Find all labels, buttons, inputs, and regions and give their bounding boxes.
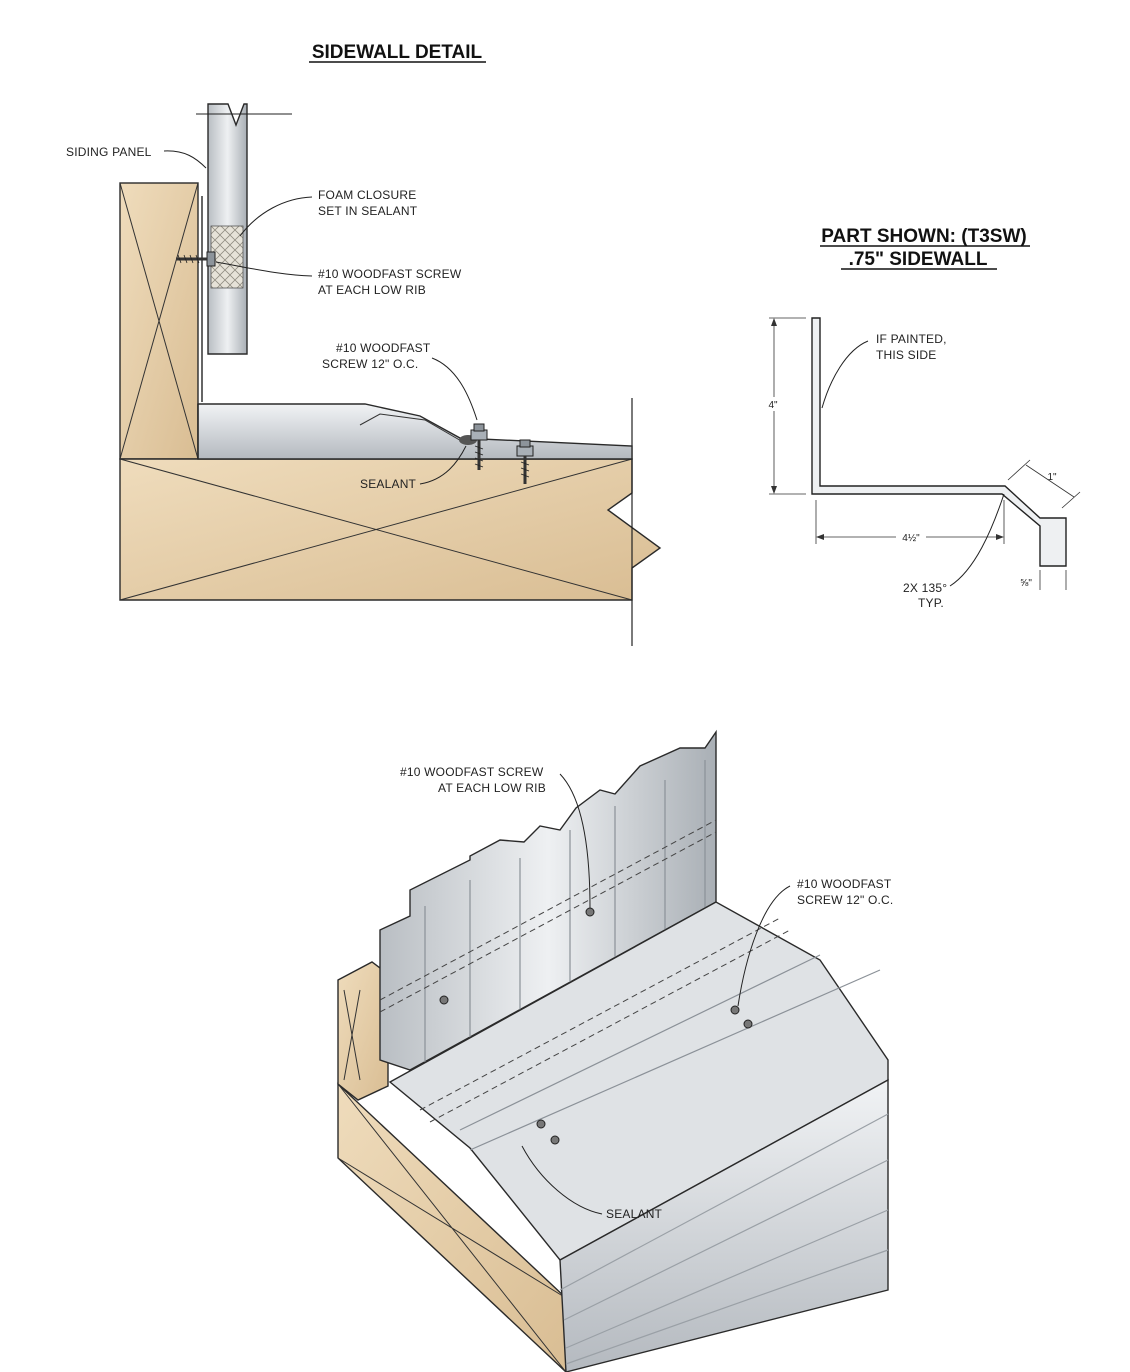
dim-drop-text: ⅝" (1020, 578, 1032, 589)
label-angle-2: TYP. (918, 596, 944, 610)
part-title-1: PART SHOWN: (T3SW) (821, 226, 1026, 247)
iso-label-sealant: SEALANT (606, 1207, 663, 1221)
deck-screw (516, 439, 534, 484)
iso-label-screw-oc-2: SCREW 12" O.C. (797, 893, 893, 907)
iso-roof-screw-3 (730, 1005, 740, 1015)
sidewall-flashing (197, 403, 633, 460)
wall-stud (119, 182, 199, 460)
label-deck-screw-2: SCREW 12" O.C. (322, 357, 418, 371)
iso-roof-screw-1 (536, 1119, 546, 1129)
iso-wall-screw-2 (585, 907, 595, 917)
label-deck-screw-1: #10 WOODFAST (336, 341, 431, 355)
label-foam-1: FOAM CLOSURE (318, 188, 416, 202)
iso-roof-panel-front (559, 1078, 889, 1372)
label-wall-screw-1: #10 WOODFAST SCREW (318, 267, 462, 281)
label-foam-2: SET IN SEALANT (318, 204, 418, 218)
iso-wall-stud (337, 961, 389, 1101)
iso-roof-screw-4 (743, 1019, 753, 1029)
part-profile: PART SHOWN: (T3SW) .75" SIDEWALL 4" 4½" (763, 226, 1081, 610)
isometric-view: #10 WOODFAST SCREW AT EACH LOW RIB #10 W… (337, 729, 893, 1372)
roof-deck (119, 458, 662, 601)
dim-base: 4½" (815, 500, 1005, 544)
sidewall-profile-shape (811, 317, 1067, 567)
iso-label-screw-rib-1: #10 WOODFAST SCREW (400, 765, 544, 779)
dim-drop: ⅝" (1020, 570, 1067, 590)
part-title-2: .75" SIDEWALL (849, 249, 988, 270)
dim-height-text: 4" (768, 400, 778, 411)
label-painted-2: THIS SIDE (876, 348, 936, 362)
deck-screw-sealant (459, 423, 488, 470)
foam-closure (210, 225, 244, 289)
label-sealant: SEALANT (360, 477, 417, 491)
iso-label-screw-rib-2: AT EACH LOW RIB (438, 781, 546, 795)
iso-label-screw-oc-1: #10 WOODFAST (797, 877, 892, 891)
label-painted-1: IF PAINTED, (876, 332, 947, 346)
dim-base-text: 4½" (902, 533, 920, 544)
iso-wall-screw-1 (439, 995, 449, 1005)
dim-slope-text: 1" (1047, 472, 1057, 483)
label-angle-1: 2X 135° (903, 581, 947, 595)
wall-screw (176, 251, 216, 267)
label-siding-panel: SIDING PANEL (66, 145, 152, 159)
iso-siding-panel (379, 729, 717, 1071)
label-wall-screw-2: AT EACH LOW RIB (318, 283, 426, 297)
dim-slope: 1" (1007, 459, 1081, 509)
sidewall-detail-section: SIDEWALL DETAIL (66, 42, 662, 646)
iso-roof-flashing (388, 901, 889, 1261)
dim-height: 4" (763, 317, 806, 495)
detail-title: SIDEWALL DETAIL (312, 42, 483, 63)
iso-roof-screw-2 (550, 1135, 560, 1145)
